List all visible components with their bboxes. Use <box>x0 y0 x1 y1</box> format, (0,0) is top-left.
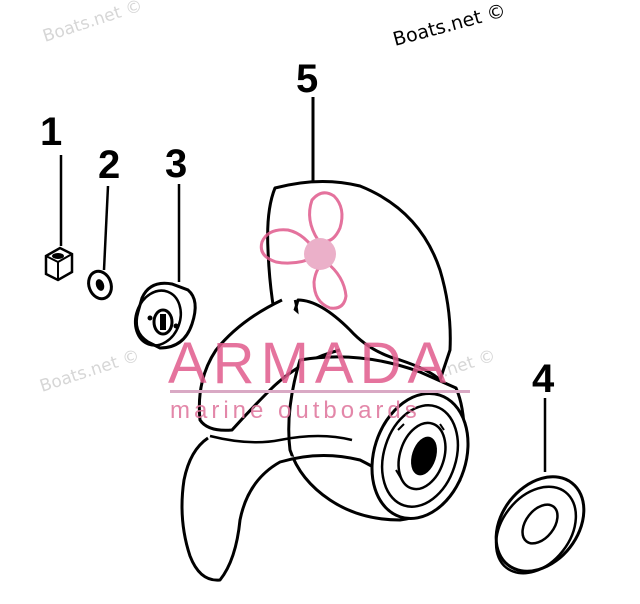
callout-4: 4 <box>532 357 555 401</box>
watermark-mid-left: Boats.net © <box>37 346 142 397</box>
nut-part <box>44 246 74 282</box>
brand-divider <box>170 390 470 393</box>
washer-leader <box>102 185 110 271</box>
brand-tagline: marine outboards <box>170 397 421 424</box>
propeller-logo-icon <box>259 191 348 310</box>
thrust-hub-part <box>133 281 197 350</box>
spacer-part <box>494 475 586 575</box>
callout-1: 1 <box>40 110 62 154</box>
callout-2: 2 <box>98 143 120 187</box>
watermark-top-right: Boats.net © <box>391 0 509 51</box>
washer-part <box>87 269 113 301</box>
brand-name: ARMADA <box>168 331 452 396</box>
watermark-top-left: Boats.net © <box>40 0 145 47</box>
callout-3: 3 <box>165 142 187 186</box>
callout-5: 5 <box>296 57 318 101</box>
